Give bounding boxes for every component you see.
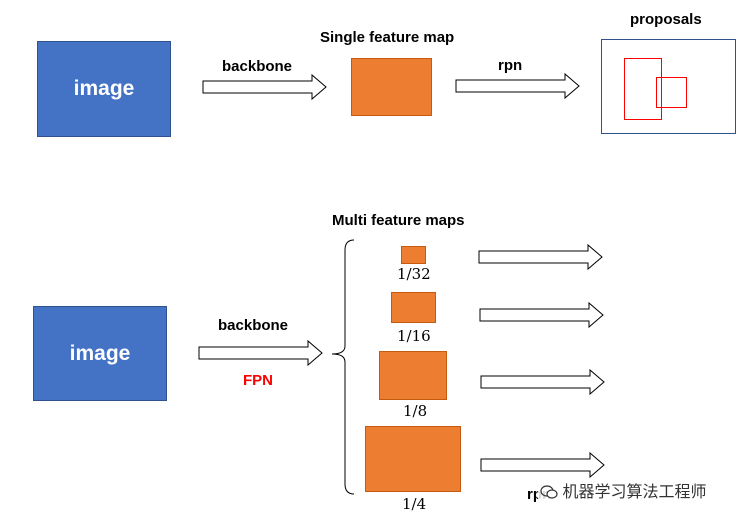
top-rpn-arrow xyxy=(455,72,580,100)
proposal-box-small xyxy=(656,77,687,108)
scale-label-1-32: 1/32 xyxy=(397,265,431,283)
top-image-label: image xyxy=(73,77,135,100)
rpn-arrow-1-16 xyxy=(479,301,604,329)
scale-label-1-8: 1/8 xyxy=(403,402,428,420)
proposal-box-large xyxy=(624,58,662,120)
multi-feature-maps-title: Multi feature maps xyxy=(332,212,465,229)
top-backbone-arrow xyxy=(202,73,327,101)
scale-label-1-16: 1/16 xyxy=(397,327,431,345)
top-backbone-label: backbone xyxy=(222,58,293,75)
feature-map-1-32 xyxy=(401,246,426,264)
bottom-image-box: image xyxy=(33,306,167,401)
rpn-arrow-1-4 xyxy=(480,451,605,479)
wechat-icon xyxy=(540,485,558,499)
bottom-backbone-arrow xyxy=(198,339,323,367)
bottom-image-label: image xyxy=(69,341,131,365)
bottom-backbone-label: backbone xyxy=(218,317,289,334)
scale-label-1-4: 1/4 xyxy=(402,495,427,513)
proposals-label: proposals xyxy=(630,11,702,28)
feature-map-1-4 xyxy=(365,426,461,492)
feature-maps-brace xyxy=(331,239,355,495)
feature-map-1-16 xyxy=(391,292,436,323)
feature-map-1-8 xyxy=(379,351,447,400)
fpn-label: FPN xyxy=(243,372,273,389)
watermark-text: 机器学习算法工程师 xyxy=(562,484,707,501)
proposals-frame xyxy=(601,39,736,134)
single-feature-map xyxy=(351,58,432,116)
watermark: 机器学习算法工程师 xyxy=(538,478,709,502)
top-image-box: image xyxy=(37,41,171,137)
single-feature-map-title: Single feature map xyxy=(320,29,455,46)
top-rpn-label: rpn xyxy=(498,57,523,74)
rpn-arrow-1-8 xyxy=(480,368,605,396)
rpn-arrow-1-32 xyxy=(478,243,603,271)
